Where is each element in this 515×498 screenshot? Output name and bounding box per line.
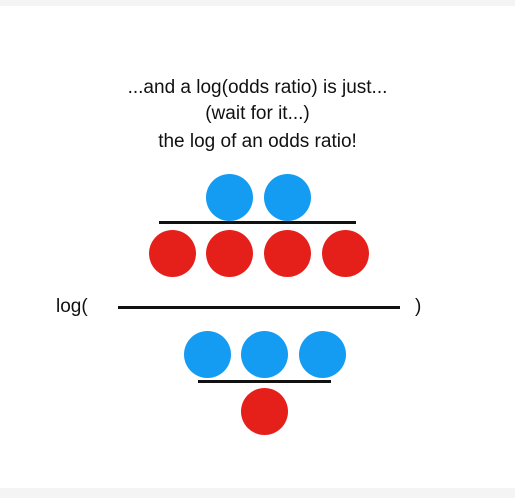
top-numerator-blue-dot (264, 174, 311, 221)
top-denominator-red-dot (264, 230, 311, 277)
top-denominator-red-dot (149, 230, 196, 277)
bottom-numerator-blue-dot (299, 331, 346, 378)
top-edge-strip (0, 0, 515, 6)
log-suffix: ) (415, 296, 422, 317)
bottom-numerator-blue-dot (184, 331, 231, 378)
top-denominator-red-dot (322, 230, 369, 277)
top-odds-fraction-bar (159, 221, 356, 224)
bottom-denominator-red-dot (241, 388, 288, 435)
caption-line-2: (wait for it...) (205, 103, 310, 124)
odds-ratio-fraction-bar (118, 306, 400, 309)
caption-line-1: ...and a log(odds ratio) is just... (127, 77, 388, 98)
top-numerator-blue-dot (206, 174, 253, 221)
log-prefix: log( (56, 296, 88, 317)
bottom-numerator-blue-dot (241, 331, 288, 378)
bottom-edge-strip (0, 488, 515, 498)
bottom-odds-fraction-bar (198, 380, 331, 383)
caption-line-3: the log of an odds ratio! (158, 131, 357, 152)
top-denominator-red-dot (206, 230, 253, 277)
